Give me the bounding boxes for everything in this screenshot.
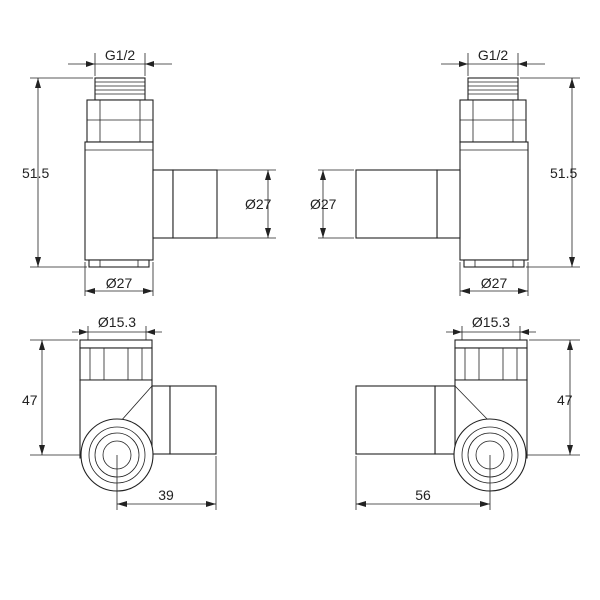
side-view-left: Ø15.3 47 39 [22, 314, 217, 510]
dimension-side-diameter: Ø27 [217, 169, 276, 239]
dimension-thread-width: G1/2 [441, 47, 545, 76]
nut-diameter-label: Ø15.3 [98, 314, 136, 330]
dimension-length: 39 [116, 455, 217, 510]
valve-body-outline [79, 339, 217, 492]
dimension-height: 51.5 [520, 77, 580, 268]
dimension-height: 47 [527, 339, 580, 456]
nut-diameter-label: Ø15.3 [472, 314, 510, 330]
side-diameter-label: Ø27 [245, 196, 272, 212]
valve-body-outline [355, 339, 528, 492]
base-diameter-label: Ø27 [106, 275, 133, 291]
base-diameter-label: Ø27 [481, 275, 508, 291]
dimension-base-diameter: Ø27 [84, 262, 154, 296]
dimension-nut-diameter: Ø15.3 [446, 314, 536, 340]
valve-body-outline [355, 77, 529, 268]
dimension-length: 56 [355, 455, 491, 510]
height-label: 47 [557, 392, 573, 408]
dimension-height: 47 [22, 339, 80, 456]
dimension-nut-diameter: Ø15.3 [72, 314, 162, 340]
height-label: 51.5 [22, 165, 49, 181]
dimension-thread-width: G1/2 [68, 47, 172, 76]
length-label: 56 [415, 487, 431, 503]
height-label: 51.5 [550, 165, 577, 181]
thread-size-label: G1/2 [478, 47, 509, 63]
thread-size-label: G1/2 [105, 47, 136, 63]
dimension-side-diameter: Ø27 [310, 169, 354, 239]
front-view-left: G1/2 51.5 Ø27 Ø27 [22, 47, 276, 296]
side-view-right: Ø15.3 47 56 [355, 314, 580, 510]
dimension-height: 51.5 [22, 77, 93, 268]
height-label: 47 [22, 392, 38, 408]
length-label: 39 [158, 487, 174, 503]
side-diameter-label: Ø27 [310, 196, 337, 212]
dimension-base-diameter: Ø27 [459, 262, 529, 296]
valve-body-outline [84, 77, 218, 268]
front-view-right: G1/2 51.5 Ø27 Ø27 [310, 47, 580, 296]
